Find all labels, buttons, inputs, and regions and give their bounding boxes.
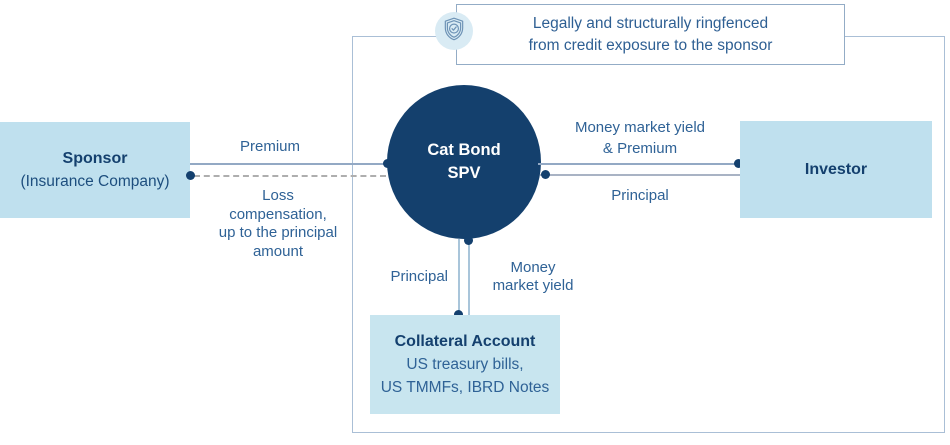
principal-down-connector [458, 239, 460, 315]
collateral-node: Collateral Account US treasury bills, US… [370, 315, 560, 414]
investor-node: Investor [740, 121, 932, 218]
ringfence-title: Legally and structurally ringfenced from… [528, 14, 773, 54]
mmy-premium-label: Money market yield & Premium [574, 119, 706, 157]
principal-in-label: Principal [611, 187, 669, 204]
shield-check-icon [441, 16, 467, 47]
premium-label: Premium [239, 138, 300, 155]
ringfence-title-box: Legally and structurally ringfenced from… [456, 4, 845, 65]
spv-node: Cat Bond SPV [387, 85, 541, 239]
mmy-up-label: Money market yield [492, 259, 574, 294]
loss-compensation-label: Loss compensation, up to the principal a… [218, 187, 338, 260]
collateral-title: Collateral Account [394, 333, 536, 350]
collateral-line1: US treasury bills, [406, 356, 524, 373]
mmy-premium-connector [538, 163, 740, 165]
mmy-premium-endpoint-dot [734, 159, 743, 168]
spv-title: Cat Bond SPV [427, 141, 501, 182]
mmy-up-connector [468, 239, 470, 315]
sponsor-subtitle: (Insurance Company) [20, 173, 170, 190]
sponsor-node: Sponsor (Insurance Company) [0, 122, 190, 218]
investor-title: Investor [804, 161, 868, 178]
principal-in-connector [540, 174, 740, 176]
loss-compensation-connector [194, 175, 386, 177]
sponsor-title: Sponsor [62, 150, 128, 167]
shield-badge [435, 12, 473, 50]
mmy-up-endpoint-dot [464, 236, 473, 245]
principal-down-endpoint-dot [454, 310, 463, 319]
principal-in-endpoint-dot [541, 170, 550, 179]
collateral-line2: US TMMFs, IBRD Notes [380, 379, 550, 396]
premium-connector [190, 163, 388, 165]
principal-down-label: Principal [390, 268, 448, 285]
loss-compensation-endpoint-dot [186, 171, 195, 180]
